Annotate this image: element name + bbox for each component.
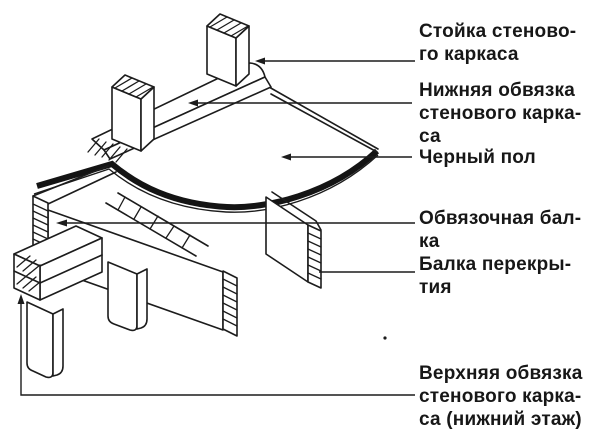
floor-joist-right <box>265 191 322 289</box>
lower-wall-stud-right <box>107 261 148 332</box>
leader-wall-stud <box>255 57 415 65</box>
label-bottom-plate: Нижняя обвязка стенового карка- са <box>419 80 582 147</box>
leader-subfloor <box>281 153 412 161</box>
leader-lower-top-plate <box>17 294 415 396</box>
joist-cut-hatch <box>307 232 322 280</box>
label-lower-top-plate: Верхняя обвязка стенового карка- са (ниж… <box>419 363 583 430</box>
lower-wall-top-plate <box>13 225 103 301</box>
scan-speck <box>383 336 387 340</box>
label-rim-joist: Обвязочная бал- ка <box>419 208 582 252</box>
label-subfloor: Черный пол <box>419 147 536 168</box>
stud-cut-hatch <box>114 77 154 98</box>
label-wall-stud: Стойка стеново- го каркаса <box>419 21 577 65</box>
joist-cut-hatch <box>222 278 238 327</box>
stud-cut-hatch <box>209 16 249 37</box>
plate-cut-hatch <box>16 255 41 292</box>
wall-stud-left <box>111 74 155 152</box>
rim-joist <box>32 165 117 205</box>
lower-wall-stud-left <box>26 301 64 379</box>
leader-bottom-plate <box>188 99 412 107</box>
leader-rim-joist <box>56 219 415 227</box>
label-floor-joist: Балка перекры- тия <box>419 254 572 298</box>
plate-cut-hatch <box>87 138 128 163</box>
wall-stud-right <box>206 13 250 87</box>
